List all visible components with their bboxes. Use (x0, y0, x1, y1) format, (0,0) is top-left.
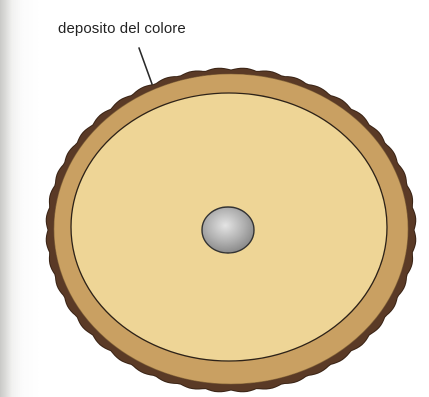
center-dot (202, 207, 254, 253)
leader-line (139, 48, 152, 84)
